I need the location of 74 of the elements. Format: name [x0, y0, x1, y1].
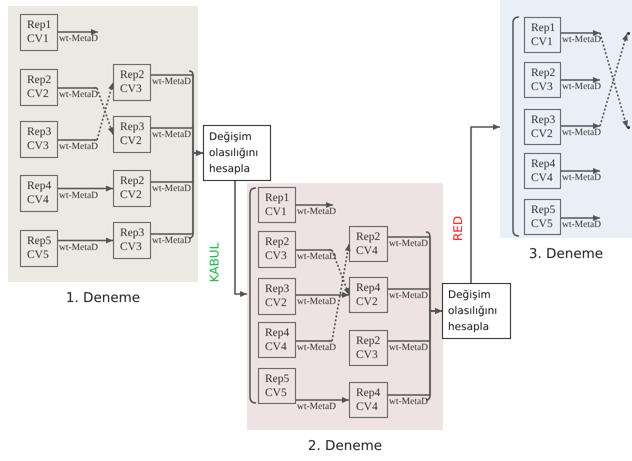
replica-box: Rep2 CV2 — [113, 170, 151, 207]
dashed-arrow — [296, 248, 350, 296]
process-box: Değişim olasılığını hesapla — [442, 283, 511, 339]
replica-box: Rep4 CV4 — [20, 175, 58, 212]
edge-label: wt-MetaD — [562, 82, 602, 92]
replica-box: Rep4 CV4 — [524, 153, 561, 189]
edge-label: wt-MetaD — [59, 190, 98, 200]
edge-label: wt-MetaD — [297, 252, 336, 262]
arrow — [561, 123, 600, 129]
edge-label: wt-MetaD — [59, 34, 98, 44]
arrow — [561, 30, 600, 36]
edge-label: wt-MetaD — [562, 173, 602, 183]
dashed-arrow — [58, 82, 114, 142]
arrow — [561, 77, 600, 83]
arrow — [561, 168, 600, 174]
arrow — [58, 29, 98, 35]
decision-label: RED — [452, 215, 465, 241]
connector-arrow — [151, 150, 203, 235]
replica-box: Rep1 CV1 — [258, 187, 296, 223]
edge-label: wt-MetaD — [562, 35, 602, 45]
replica-box: Rep5 CV5 — [524, 199, 561, 235]
arrow — [296, 397, 349, 403]
edge-label: wt-MetaD — [152, 236, 192, 246]
connector-arrow — [388, 308, 442, 396]
edge-label: wt-MetaD — [59, 142, 98, 152]
edge-label: wt-MetaD — [297, 343, 336, 353]
arrow — [58, 186, 113, 192]
replica-box: Rep3 CV2 — [258, 278, 296, 315]
connector-arrow — [234, 181, 247, 297]
replica-box: Rep4 CV2 — [349, 277, 388, 313]
replica-box: Rep2 CV4 — [349, 226, 388, 262]
replica-box: Rep3 CV2 — [524, 109, 561, 145]
replica-box: Rep3 CV2 — [113, 116, 151, 153]
arrow — [58, 238, 113, 244]
replica-box: Rep4 CV4 — [349, 382, 388, 418]
end-dot — [627, 32, 630, 35]
process-box: Değişim olasılığını hesapla — [203, 125, 271, 181]
replica-box: Rep5 CV5 — [20, 230, 58, 267]
panel-title: 1. Deneme — [66, 290, 140, 306]
edge-label: wt-MetaD — [59, 90, 98, 100]
edge-label: wt-MetaD — [562, 128, 602, 138]
dashed-arrow — [296, 244, 351, 342]
end-dot — [627, 126, 630, 129]
edge-label: wt-MetaD — [152, 184, 192, 194]
replica-box: Rep1 CV1 — [20, 14, 58, 51]
panel-title: 3. Deneme — [528, 246, 604, 262]
arrow — [561, 215, 600, 221]
panel-title: 2. Deneme — [308, 438, 382, 454]
replica-box: Rep4 CV4 — [258, 322, 296, 358]
replica-box: Rep2 CV3 — [349, 330, 388, 366]
dashed-arrow — [58, 86, 114, 135]
replica-box: Rep2 CV3 — [524, 62, 561, 98]
decision-label: KABUL — [208, 242, 222, 282]
edge-label: wt-MetaD — [297, 207, 336, 217]
edge-label: wt-MetaD — [562, 220, 602, 230]
arrow — [296, 292, 349, 298]
edge-label: wt-MetaD — [389, 239, 428, 249]
connector-arrow — [470, 124, 500, 283]
edge-label: wt-MetaD — [389, 343, 428, 353]
edge-label: wt-MetaD — [297, 297, 336, 307]
replica-box: Rep1 CV1 — [524, 17, 561, 53]
edge-label: wt-MetaD — [152, 77, 192, 87]
edge-label: wt-MetaD — [59, 242, 98, 252]
edge-label: wt-MetaD — [389, 397, 428, 407]
replica-box: Rep5 CV5 — [258, 368, 296, 404]
replica-box: Rep2 CV3 — [258, 231, 296, 268]
replica-box: Rep3 CV3 — [113, 222, 151, 259]
edge-label: wt-MetaD — [389, 291, 428, 301]
replica-box: Rep3 CV3 — [20, 121, 58, 158]
arrow — [296, 202, 333, 208]
replica-box: Rep2 CV2 — [20, 69, 58, 106]
replica-box: Rep2 CV3 — [113, 64, 151, 101]
edge-label: wt-MetaD — [297, 402, 336, 412]
edge-label: wt-MetaD — [152, 130, 192, 140]
